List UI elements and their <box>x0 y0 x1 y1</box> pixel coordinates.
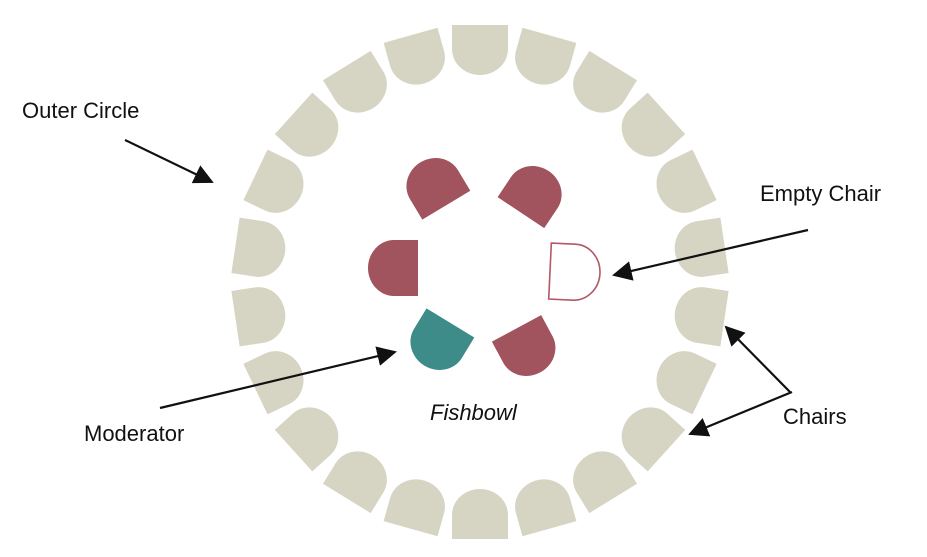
chairs-arrow-lower <box>688 390 793 437</box>
outer-chair <box>674 287 729 347</box>
outer-chair <box>322 451 387 514</box>
outer-chair <box>231 217 286 277</box>
outer-chair <box>231 287 286 347</box>
outer-chair <box>452 25 508 75</box>
outer-chair <box>656 351 717 415</box>
moderator-label: Moderator <box>84 421 184 446</box>
outer-chair <box>452 489 508 539</box>
fishbowl-chair <box>368 240 418 296</box>
outer-chair <box>243 149 304 213</box>
annotation-arrows <box>124 139 809 437</box>
empty-chair-arrow <box>612 228 809 281</box>
outer-chair <box>573 50 638 113</box>
outer-chair <box>515 27 577 85</box>
outer-chair <box>515 479 577 537</box>
outer-chair <box>383 27 445 85</box>
fishbowl-label: Fishbowl <box>430 400 518 425</box>
outer-chair <box>656 149 717 213</box>
chairs-arrow-upper <box>724 325 791 393</box>
chairs-label: Chairs <box>783 404 847 429</box>
annotation-labels: Outer Circle Empty Chair Moderator Fishb… <box>22 98 881 446</box>
outer-circle-arrow <box>124 139 214 184</box>
outer-chair <box>383 479 445 537</box>
outer-chair <box>243 351 304 415</box>
outer-chair <box>274 92 339 157</box>
fishbowl-chair <box>406 158 471 220</box>
outer-chair <box>621 407 686 472</box>
outer-chair <box>274 407 339 472</box>
outer-chair <box>621 92 686 157</box>
empty-chair <box>547 242 601 301</box>
outer-chair <box>322 50 387 113</box>
moderator-arrow <box>159 346 397 410</box>
outer-circle-chairs <box>231 25 729 539</box>
fishbowl-chair <box>497 166 562 229</box>
fishbowl-chair <box>491 315 556 376</box>
moderator-chair <box>410 308 475 370</box>
outer-circle-label: Outer Circle <box>22 98 139 123</box>
outer-chair <box>674 217 729 277</box>
fishbowl-chairs <box>368 158 601 376</box>
empty-chair-label: Empty Chair <box>760 181 881 206</box>
outer-chair <box>573 451 638 514</box>
